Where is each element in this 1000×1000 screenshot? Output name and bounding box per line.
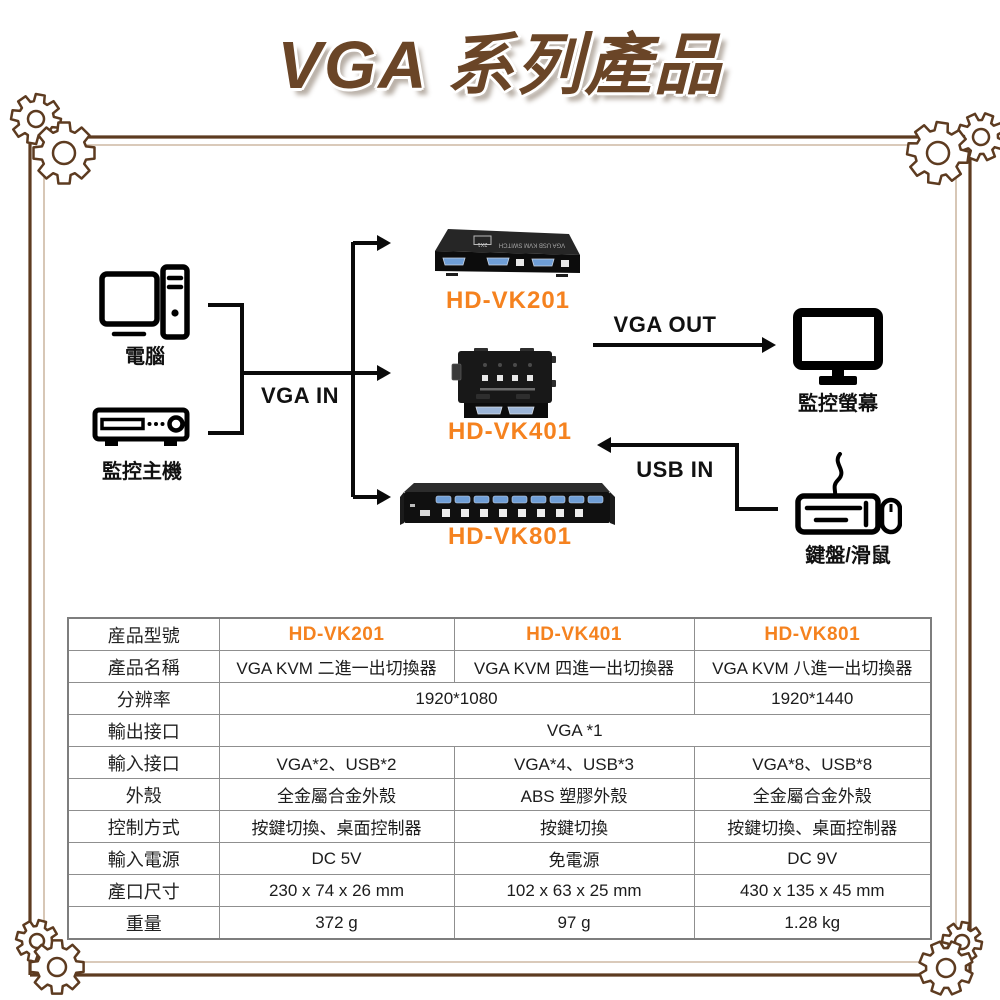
spec-row-label: 産品型號 (67, 617, 220, 651)
page-title: VGA 系列產品 (277, 28, 723, 103)
vga-in-label: VGA IN (261, 383, 339, 408)
gear-icon (32, 121, 96, 185)
monitor-label: 監控螢幕 (798, 393, 878, 415)
spec-model-cell: HD-VK401 (453, 617, 695, 651)
hd-vk201-photo: 2X1 VGA USB KVM SWITCH (435, 229, 580, 277)
hd-vk401-model-label: HD-VK401 (447, 418, 573, 445)
dvr-label: 監控主機 (102, 461, 182, 483)
gear-icon (918, 940, 974, 996)
spec-cell: 全金屬合金外殼 (693, 778, 932, 811)
keyboard-mouse-label: 鍵盤/滑鼠 (805, 545, 891, 567)
spec-row-label: 控制方式 (67, 810, 220, 843)
spec-row-label: 輸出接口 (67, 714, 220, 747)
spec-row-label: 產品名稱 (67, 650, 220, 683)
frame-outer-lines (28, 135, 972, 977)
svg-text:2X1: 2X1 (478, 241, 488, 247)
monitor-icon (793, 308, 883, 385)
arrowheads (377, 235, 776, 505)
spec-cell: VGA KVM 二進一出切換器 (218, 650, 455, 683)
spec-cell: 按鍵切換、桌面控制器 (693, 810, 932, 843)
spec-cell: 372 g (218, 906, 455, 940)
frame-inner-lines (43, 144, 957, 963)
computer-icon (99, 264, 190, 340)
computer-label: 電腦 (125, 346, 165, 368)
spec-model-cell: HD-VK801 (693, 617, 932, 651)
spec-model-cell: HD-VK201 (218, 617, 455, 651)
spec-cell: VGA*2、USB*2 (218, 746, 455, 779)
spec-cell: DC 9V (693, 842, 932, 875)
spec-cell: 1.28 kg (693, 906, 932, 940)
spec-cell: 430 x 135 x 45 mm (693, 874, 932, 907)
spec-row-label: 外殼 (67, 778, 220, 811)
spec-cell: VGA*8、USB*8 (693, 746, 932, 779)
spec-cell: 全金屬合金外殼 (218, 778, 455, 811)
spec-cell: ABS 塑膠外殼 (453, 778, 695, 811)
spec-cell: VGA *1 (218, 714, 932, 747)
vga-out-label: VGA OUT (613, 312, 717, 337)
svg-text:VGA USB KVM SWITCH: VGA USB KVM SWITCH (499, 242, 565, 248)
gear-icon (29, 939, 85, 995)
spec-row: 控制方式按鍵切換、桌面控制器按鍵切換按鍵切換、桌面控制器 (67, 810, 932, 843)
hd-vk201-model-label: HD-VK201 (445, 287, 571, 314)
hd-vk801-photo (400, 483, 615, 525)
hd-vk401-photo (451, 348, 556, 418)
spec-cell: 按鍵切換、桌面控制器 (218, 810, 455, 843)
spec-cell: VGA KVM 八進一出切換器 (693, 650, 932, 683)
usb-in-label: USB IN (636, 457, 714, 482)
spec-row-label: 輸入電源 (67, 842, 220, 875)
dvr-icon (92, 407, 190, 446)
spec-cell: DC 5V (218, 842, 455, 875)
spec-cell: VGA KVM 四進一出切換器 (453, 650, 695, 683)
spec-cell: 1920*1440 (693, 682, 932, 715)
spec-cell: VGA*4、USB*3 (453, 746, 695, 779)
keyboard-mouse-icon (795, 452, 902, 535)
spec-cell: 230 x 74 x 26 mm (218, 874, 455, 907)
spec-cell: 102 x 63 x 25 mm (453, 874, 695, 907)
hd-vk801-model-label: HD-VK801 (447, 523, 573, 550)
spec-row-label: 輸入接口 (67, 746, 220, 779)
spec-row-label: 產口尺寸 (67, 874, 220, 907)
spec-row-label: 分辨率 (67, 682, 220, 715)
spec-cell: 97 g (453, 906, 695, 940)
spec-cell: 按鍵切換 (453, 810, 695, 843)
spec-cell: 免電源 (453, 842, 695, 875)
spec-row-label: 重量 (67, 906, 220, 940)
spec-cell: 1920*1080 (218, 682, 695, 715)
gear-icon (905, 120, 971, 186)
